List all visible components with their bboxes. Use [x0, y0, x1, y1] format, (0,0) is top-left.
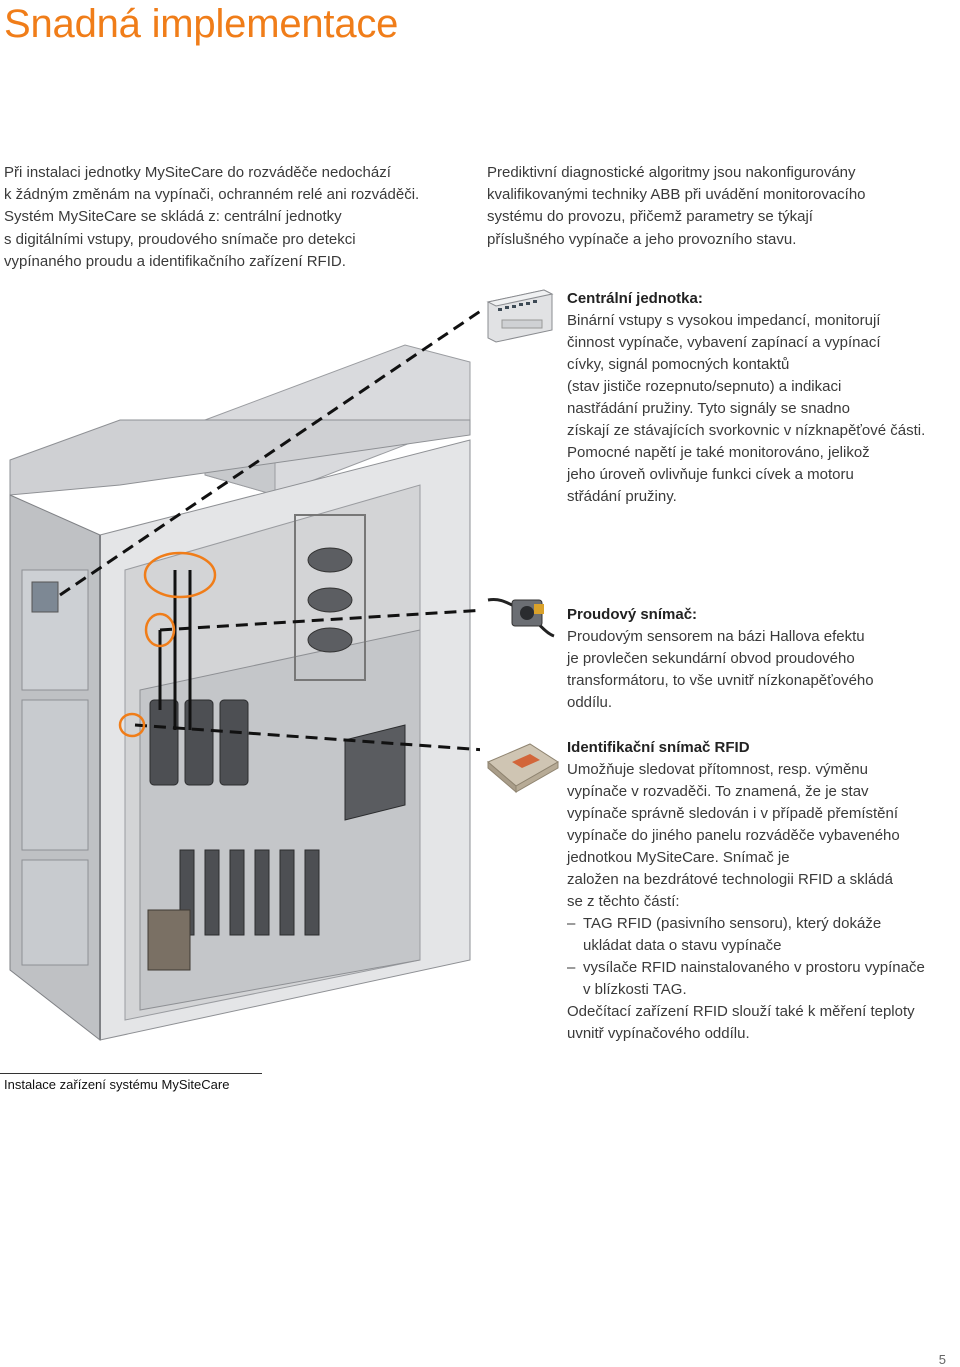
central-line: Pomocné napětí je také monitorováno, jel…	[567, 444, 870, 461]
current-sensor-image	[487, 598, 555, 638]
intro-line: Systém MySiteCare se skládá z: centrální…	[4, 208, 342, 226]
current-sensor-line: je provlečen sekundární obvod proudového	[567, 650, 855, 667]
central-line: (stav jističe rozepnuto/sepnuto) a indik…	[567, 378, 842, 395]
rfid-tag-image	[487, 743, 559, 794]
rfid-line: vypínače do jiného panelu rozváděče vyba…	[567, 827, 900, 844]
predict-line: příslušného vypínače a jeho provozního s…	[487, 230, 797, 248]
rfid-item-text: v blízkosti TAG.	[583, 981, 687, 998]
rfid-line: vypínače správně sledován i v případě př…	[567, 805, 899, 822]
current-sensor-line: Proudovým sensorem na bázi Hallova efekt…	[567, 628, 865, 645]
rfid-item-text: TAG RFID (pasivního sensoru), který doká…	[583, 915, 882, 932]
central-unit-section: Centrální jednotka: Binární vstupy s vys…	[567, 288, 959, 508]
intro-line: k žádným změnám na vypínači, ochranném r…	[4, 186, 420, 204]
rfid-list-item: – vysílače RFID nainstalovaného v prosto…	[567, 957, 959, 1001]
current-sensor-heading: Proudový snímač:	[567, 606, 698, 623]
page-title: Snadná implementace	[4, 2, 399, 46]
caption-rule	[0, 1073, 262, 1074]
current-sensor-line: transformátoru, to vše uvnitř nízkonapěť…	[567, 672, 874, 689]
rfid-item-text: ukládat data o stavu vypínače	[583, 937, 782, 954]
switchgear-illustration	[9, 309, 480, 1042]
central-line: střádání pružiny.	[567, 488, 677, 505]
central-line: cívky, signál pomocných kontaktů	[567, 356, 790, 373]
central-line: Binární vstupy s vysokou impedancí, moni…	[567, 312, 881, 329]
rfid-item-text: vysílače RFID nainstalovaného v prostoru…	[583, 959, 925, 976]
rfid-line: založen na bezdrátové technologii RFID a…	[567, 871, 894, 888]
intro-paragraph: Při instalaci jednotky MySiteCare do roz…	[4, 162, 474, 273]
intro-line: vypínaného proudu a identifikačního zaří…	[4, 252, 346, 270]
rfid-line: Umožňuje sledovat přítomnost, resp. výmě…	[567, 761, 868, 778]
rfid-list-item: – TAG RFID (pasivního sensoru), který do…	[567, 913, 959, 957]
central-line: získají ze stávajících svorkovnic v nízk…	[567, 422, 926, 439]
figure-caption: Instalace zařízení systému MySiteCare	[4, 1077, 230, 1092]
rfid-line: se z těchto částí:	[567, 893, 680, 910]
rfid-section: Identifikační snímač RFID Umožňuje sledo…	[567, 737, 959, 1045]
predictive-paragraph: Prediktivní diagnostické algoritmy jsou …	[487, 162, 927, 251]
central-line: činnost vypínače, vybavení zapínací a vy…	[567, 334, 881, 351]
current-sensor-line: oddílu.	[567, 694, 613, 711]
rfid-line: jednotkou MySiteCare. Snímač je	[567, 849, 790, 866]
central-unit-image	[486, 289, 554, 343]
dash-marker: –	[567, 915, 576, 932]
predict-line: systému do provozu, přičemž parametry se…	[487, 208, 813, 226]
central-unit-heading: Centrální jednotka:	[567, 290, 703, 307]
predict-line: Prediktivní diagnostické algoritmy jsou …	[487, 164, 856, 181]
rfid-line: Odečítací zařízení RFID slouží také k mě…	[567, 1003, 915, 1020]
central-line: nastřádání pružiny. Tyto signály se snad…	[567, 400, 850, 417]
rfid-heading: Identifikační snímač RFID	[567, 739, 750, 756]
intro-line: Při instalaci jednotky MySiteCare do roz…	[4, 164, 391, 181]
intro-line: s digitálními vstupy, proudového snímače…	[4, 230, 356, 248]
rfid-line: uvnitř vypínačového oddílu.	[567, 1025, 750, 1042]
central-line: jeho úroveň ovlivňuje funkci cívek a mot…	[567, 466, 854, 483]
current-sensor-section: Proudový snímač: Proudovým sensorem na b…	[567, 604, 959, 714]
dash-marker: –	[567, 959, 576, 976]
predict-line: kvalifikovanými techniky ABB při uvádění…	[487, 186, 866, 204]
rfid-line: vypínače v rozvaděči. To znamená, že je …	[567, 783, 869, 800]
page-number: 5	[938, 1352, 946, 1367]
